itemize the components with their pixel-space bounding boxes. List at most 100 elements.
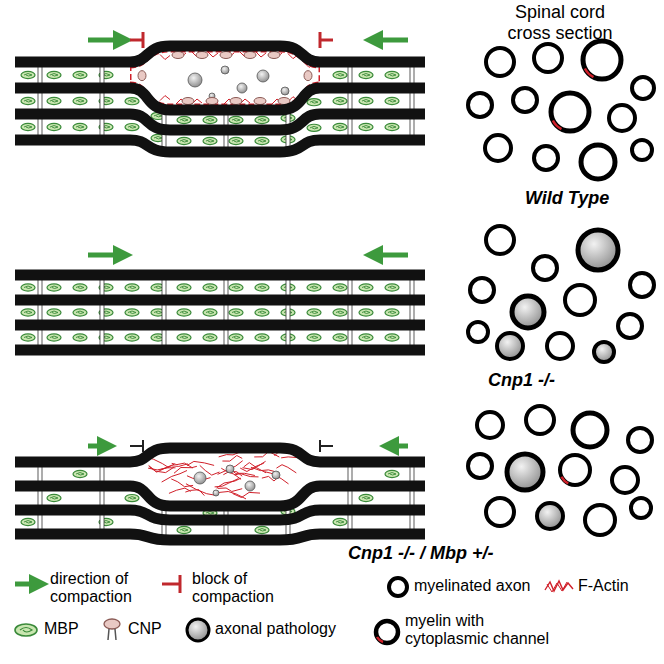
junction-protein <box>410 91 414 111</box>
legend-text: myelin with cytoplasmic channel <box>405 612 560 649</box>
mbp-protein <box>255 334 269 341</box>
compaction-block <box>142 440 144 452</box>
legend-actin <box>545 581 573 591</box>
mbp-protein <box>47 494 61 501</box>
mbp-protein <box>229 284 243 291</box>
cnp-protein <box>220 52 232 59</box>
myelin-lamella <box>15 88 425 110</box>
mbp-curl <box>206 311 214 314</box>
junction-protein <box>100 117 104 137</box>
mbp-curl <box>232 119 240 122</box>
mbp-protein <box>125 495 139 502</box>
mbp-curl <box>362 311 370 314</box>
junction-protein <box>38 513 42 531</box>
mbp-curl <box>206 140 214 143</box>
mbp-curl <box>388 286 396 289</box>
vesicle <box>226 465 234 473</box>
myelinated-axon <box>551 93 589 131</box>
mbp-protein <box>307 309 321 316</box>
mbp-protein <box>359 334 373 341</box>
junction-protein <box>410 328 414 347</box>
mbp-curl <box>336 521 344 524</box>
junction-protein <box>410 489 414 507</box>
myelinated-axon <box>630 273 654 297</box>
junction-protein <box>348 65 352 85</box>
junction-protein <box>348 91 352 111</box>
compaction-block <box>320 39 333 42</box>
vesicle <box>237 83 247 93</box>
myelin-lamella <box>15 486 425 506</box>
pathological-axon <box>512 296 544 328</box>
mbp-curl <box>388 473 396 476</box>
cnp-protein <box>244 52 256 59</box>
legend-text: axonal pathology <box>215 620 336 638</box>
junction-protein <box>38 303 42 322</box>
mbp-protein <box>47 71 61 78</box>
vesicle <box>257 70 269 82</box>
mbp-curl <box>128 311 136 314</box>
legend-block-stem <box>162 583 180 586</box>
f-actin-strand <box>222 456 242 462</box>
junction-protein <box>286 278 290 297</box>
mbp-curl <box>362 126 370 129</box>
vesicle <box>213 490 219 496</box>
myelin-lamella <box>15 320 425 331</box>
myelinated-axon <box>533 256 557 280</box>
f-actin-strand <box>171 479 193 487</box>
mbp-curl <box>310 336 318 339</box>
mbp-protein <box>333 284 347 291</box>
mbp-curl <box>180 529 188 532</box>
compaction-block <box>319 32 322 48</box>
mbp-curl <box>388 74 396 77</box>
mbp-curl <box>76 126 84 129</box>
compaction-arrow <box>372 38 408 43</box>
myelin-lamella <box>15 534 425 540</box>
junction-protein <box>100 489 104 507</box>
myelin-lamella <box>15 46 425 62</box>
mbp-protein <box>385 334 399 341</box>
junction-protein <box>348 328 352 347</box>
genotype-label: Wild Type <box>525 188 609 209</box>
junction-protein <box>100 465 104 483</box>
mbp-protein <box>255 137 269 144</box>
mbp-protein <box>333 71 347 78</box>
f-actin-strand <box>218 488 243 492</box>
mbp-curl <box>258 140 266 143</box>
compaction-arrow <box>88 253 124 258</box>
cnp-protein <box>138 71 146 81</box>
myelinated-axon <box>585 505 615 535</box>
mbp-curl <box>232 336 240 339</box>
mbp-protein <box>21 309 35 316</box>
mbp-curl <box>310 126 318 128</box>
mbp-curl <box>76 473 84 476</box>
mbp-protein <box>359 494 373 501</box>
mbp-curl <box>180 286 188 289</box>
mbp-curl <box>232 286 240 289</box>
myelinated-axon <box>631 498 651 518</box>
mbp-protein <box>255 309 269 316</box>
legend-ring <box>389 578 407 596</box>
mbp-curl <box>310 311 318 314</box>
cnp-protein <box>304 71 312 81</box>
mbp-curl <box>128 286 136 289</box>
cnp-protein <box>172 52 184 59</box>
f-actin-edge <box>130 51 320 105</box>
f-actin <box>130 51 320 105</box>
vesicle <box>272 471 280 479</box>
junction-protein <box>38 65 42 85</box>
junction-protein <box>100 513 104 531</box>
mbp-curl <box>128 336 136 339</box>
junction-protein <box>162 278 166 297</box>
legend-text: CNP <box>128 620 162 638</box>
mbp-protein <box>359 97 373 104</box>
junction-protein <box>162 303 166 322</box>
mbp-protein <box>307 334 321 341</box>
mbp-protein <box>229 137 243 144</box>
mbp-protein <box>177 334 191 341</box>
f-actin-strand <box>256 52 266 57</box>
mbp-curl <box>76 100 84 103</box>
mbp-curl <box>258 336 266 339</box>
myelinated-axon <box>534 146 558 170</box>
junction-protein <box>162 328 166 347</box>
